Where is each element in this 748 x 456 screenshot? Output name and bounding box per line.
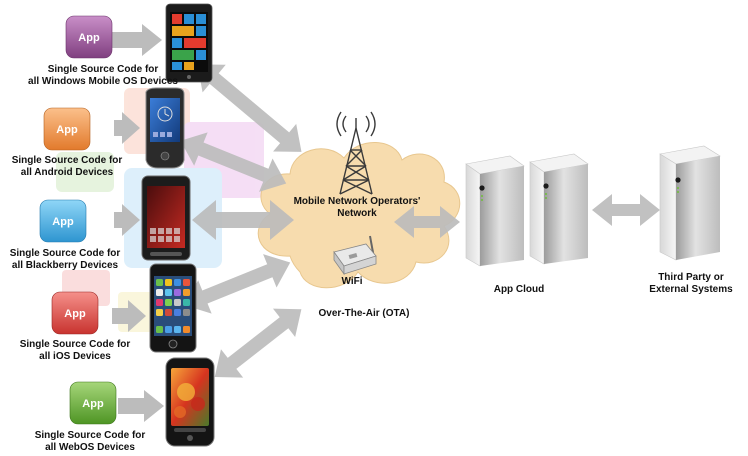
arrow-app-to-android (114, 112, 140, 144)
wifi-label: WiFi (326, 276, 378, 288)
ota-label: Over-The-Air (OTA) (302, 308, 426, 320)
app-icon: App (69, 381, 117, 425)
caption-line: Single Source Code for (9, 248, 121, 259)
svg-text:App: App (82, 398, 104, 410)
caption-line: all iOS Devices (39, 351, 111, 362)
arrow-app-to-webos (118, 390, 164, 422)
app-cloud-label-text: App Cloud (493, 284, 545, 295)
svg-text:App: App (56, 124, 78, 136)
third-party-label-line: Third Party or (658, 272, 724, 283)
caption-line: Single Source Code for (19, 339, 131, 350)
arrow-app-to-ios (112, 300, 146, 332)
svg-text:App: App (52, 216, 74, 228)
network-label-line: Network (337, 208, 377, 219)
server-icon (465, 155, 525, 267)
cell-tower-icon (336, 111, 376, 195)
caption-line: Single Source Code for (47, 64, 159, 75)
app-icon: App (65, 15, 113, 59)
third-party-label-line: External Systems (649, 284, 733, 295)
blackberry-phone-icon (141, 175, 191, 261)
webos-phone-icon (165, 357, 215, 447)
arrows (112, 24, 164, 422)
caption-line: all Windows Mobile OS Devices (28, 76, 178, 87)
caption-line: all WebOS Devices (45, 442, 135, 453)
iphone-icon (149, 263, 197, 353)
server-icon (659, 145, 721, 261)
ota-label-text: Over-The-Air (OTA) (318, 308, 410, 319)
caption-line: Single Source Code for (34, 430, 146, 441)
blackberry-caption: Single Source Code for all Blackberry De… (2, 248, 128, 272)
svg-text:App: App (78, 32, 100, 44)
caption-line: all Blackberry Devices (11, 260, 119, 271)
app-icon: App (43, 107, 91, 151)
windows-phone-icon (165, 3, 213, 83)
network-label-line: Mobile Network Operators' (293, 196, 421, 207)
wifi-router-icon (333, 235, 377, 276)
webos-caption: Single Source Code for all WebOS Devices (24, 430, 156, 454)
wifi-label-text: WiFi (341, 276, 363, 287)
network-label: Mobile Network Operators' Network (282, 196, 432, 220)
arrow-app-to-blackberry (114, 204, 140, 236)
app-icon: App (39, 199, 87, 243)
app-cloud-label: App Cloud (484, 284, 554, 296)
windows-caption: Single Source Code for all Windows Mobil… (28, 64, 178, 88)
svg-text:App: App (64, 308, 86, 320)
third-party-label: Third Party or External Systems (636, 272, 746, 296)
caption-line: all Android Devices (20, 167, 114, 178)
device-network-arrows (180, 64, 660, 378)
caption-line: Single Source Code for (11, 155, 123, 166)
ios-caption: Single Source Code for all iOS Devices (10, 339, 140, 363)
server-icon (529, 153, 589, 265)
android-phone-icon (145, 87, 185, 169)
arrow-app-to-windows (112, 24, 162, 56)
app-icon: App (51, 291, 99, 335)
android-caption: Single Source Code for all Android Devic… (2, 155, 132, 179)
